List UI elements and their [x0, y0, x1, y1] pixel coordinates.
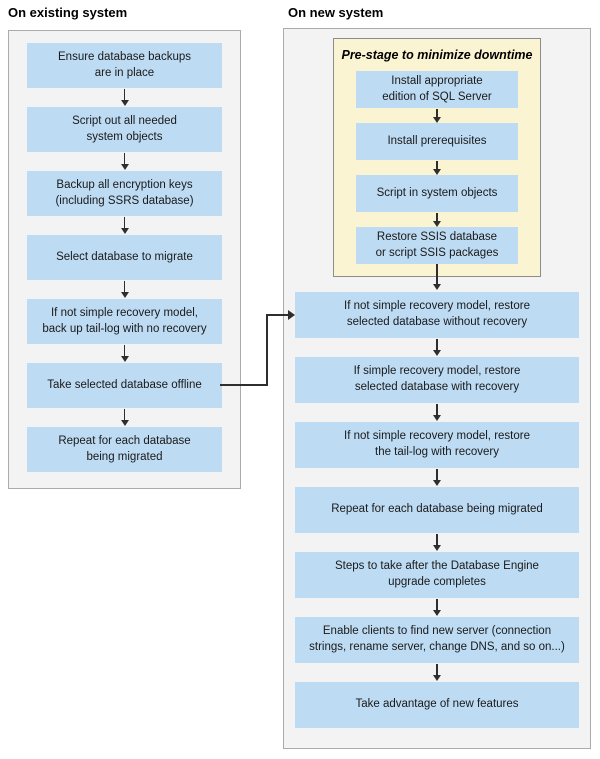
down-arrow-icon	[433, 338, 441, 357]
prestage-title: Pre-stage to minimize downtime	[341, 48, 533, 62]
existing-system-panel: Ensure database backups are in place Scr…	[8, 30, 241, 489]
prestage-exit-arrow-icon	[433, 284, 441, 290]
step-restore-with-recovery: If simple recovery model, restore select…	[295, 357, 579, 403]
down-arrow-icon	[433, 598, 441, 617]
down-arrow-icon	[120, 88, 129, 107]
down-arrow-icon	[433, 108, 441, 123]
cross-panel-connector-vertical	[266, 314, 268, 386]
step-install-sql-server: Install appropriate edition of SQL Serve…	[356, 71, 518, 108]
new-system-title: On new system	[288, 5, 384, 20]
cross-panel-connector-horizontal-top	[266, 314, 288, 316]
step-restore-without-recovery: If not simple recovery model, restore se…	[295, 292, 579, 338]
down-arrow-icon	[120, 280, 129, 299]
new-system-panel: Pre-stage to minimize downtime Install a…	[283, 28, 591, 749]
step-script-in-system-objects: Script in system objects	[356, 175, 518, 212]
down-arrow-icon	[120, 152, 129, 171]
step-script-system-objects: Script out all needed system objects	[27, 107, 222, 152]
step-take-database-offline: Take selected database offline	[27, 363, 222, 408]
cross-panel-connector-arrow-icon	[288, 310, 295, 320]
step-post-upgrade-steps: Steps to take after the Database Engine …	[295, 552, 579, 598]
down-arrow-icon	[433, 533, 441, 552]
step-select-database: Select database to migrate	[27, 235, 222, 280]
step-backup-encryption-keys: Backup all encryption keys (including SS…	[27, 171, 222, 216]
step-restore-ssis: Restore SSIS database or script SSIS pac…	[356, 227, 518, 264]
existing-system-title: On existing system	[8, 5, 128, 20]
prestage-panel: Pre-stage to minimize downtime Install a…	[333, 38, 541, 277]
step-take-advantage: Take advantage of new features	[295, 682, 579, 728]
down-arrow-icon	[433, 403, 441, 422]
down-arrow-icon	[120, 216, 129, 235]
down-arrow-icon	[433, 160, 441, 175]
step-repeat-each-database: Repeat for each database being migrated	[27, 427, 222, 472]
down-arrow-icon	[120, 408, 129, 427]
down-arrow-icon	[120, 344, 129, 363]
step-restore-tail-log: If not simple recovery model, restore th…	[295, 422, 579, 468]
down-arrow-icon	[433, 468, 441, 487]
step-enable-clients: Enable clients to find new server (conne…	[295, 617, 579, 663]
step-install-prerequisites: Install prerequisites	[356, 123, 518, 160]
down-arrow-icon	[433, 663, 441, 682]
step-ensure-backups: Ensure database backups are in place	[27, 43, 222, 88]
prestage-exit-arrow-shaft	[436, 264, 438, 284]
step-backup-tail-log: If not simple recovery model, back up ta…	[27, 299, 222, 344]
down-arrow-icon	[433, 212, 441, 227]
step-repeat-each-database-new: Repeat for each database being migrated	[295, 487, 579, 533]
cross-panel-connector-horizontal	[220, 384, 268, 386]
